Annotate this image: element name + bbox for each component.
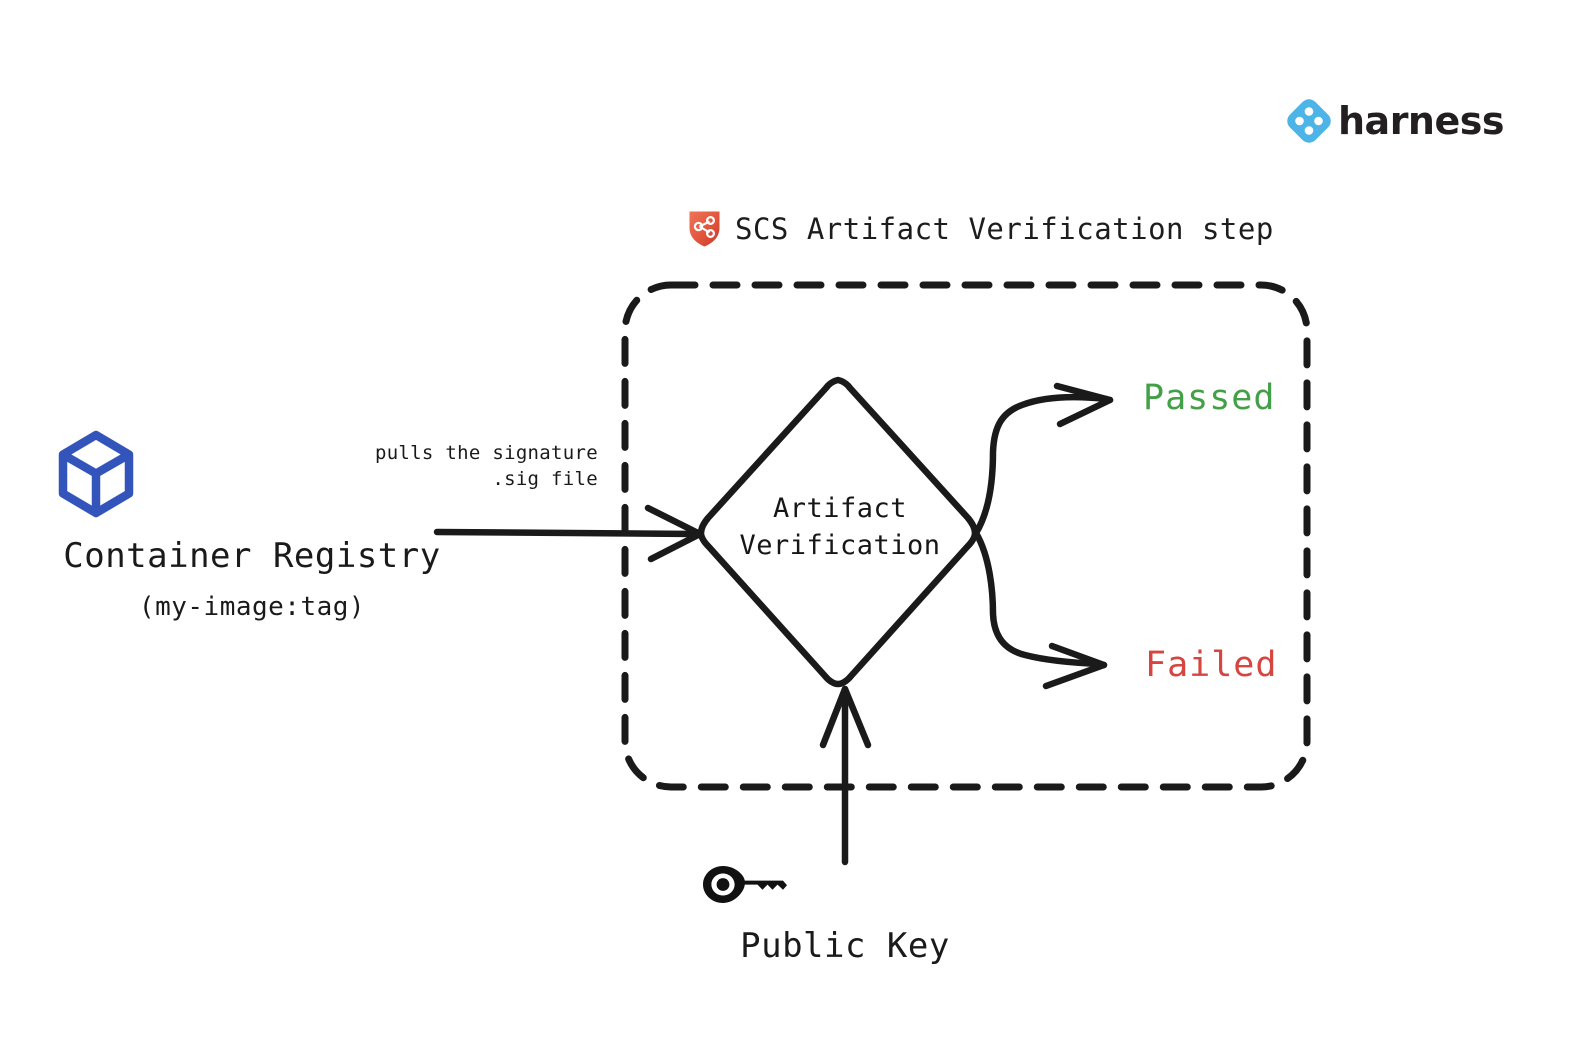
- artifact-verification-line2: Verification: [739, 530, 941, 561]
- pull-signature-line1: pulls the signature: [374, 442, 598, 464]
- container-cube-icon: [50, 428, 454, 520]
- artifact-verification-line1: Artifact: [772, 493, 908, 524]
- key-icon: [700, 862, 990, 908]
- pull-signature-edge-label: pulls the signature .sig file: [300, 440, 598, 492]
- public-key-label: Public Key: [740, 926, 950, 966]
- outcome-failed-label: Failed: [1145, 645, 1278, 685]
- container-registry-sublabel: (my-image:tag): [138, 592, 366, 622]
- artifact-verification-label: Artifact Verification: [700, 490, 980, 564]
- harness-diamond-logo-icon: [1287, 99, 1331, 143]
- container-registry-label: Container Registry: [63, 536, 441, 576]
- step-title-label: SCS Artifact Verification step: [735, 212, 1274, 246]
- public-key-node: Public Key: [700, 862, 990, 966]
- pull-signature-line2: .sig file: [492, 468, 598, 490]
- step-title: SCS Artifact Verification step: [688, 210, 1274, 248]
- outcome-passed-label: Passed: [1143, 378, 1276, 418]
- scs-shield-icon: [688, 210, 721, 248]
- container-registry-node: Container Registry (my-image:tag): [50, 428, 454, 622]
- harness-logo: harness: [1287, 99, 1505, 143]
- scs-step-boundary: [620, 280, 1312, 792]
- harness-wordmark: harness: [1338, 99, 1505, 143]
